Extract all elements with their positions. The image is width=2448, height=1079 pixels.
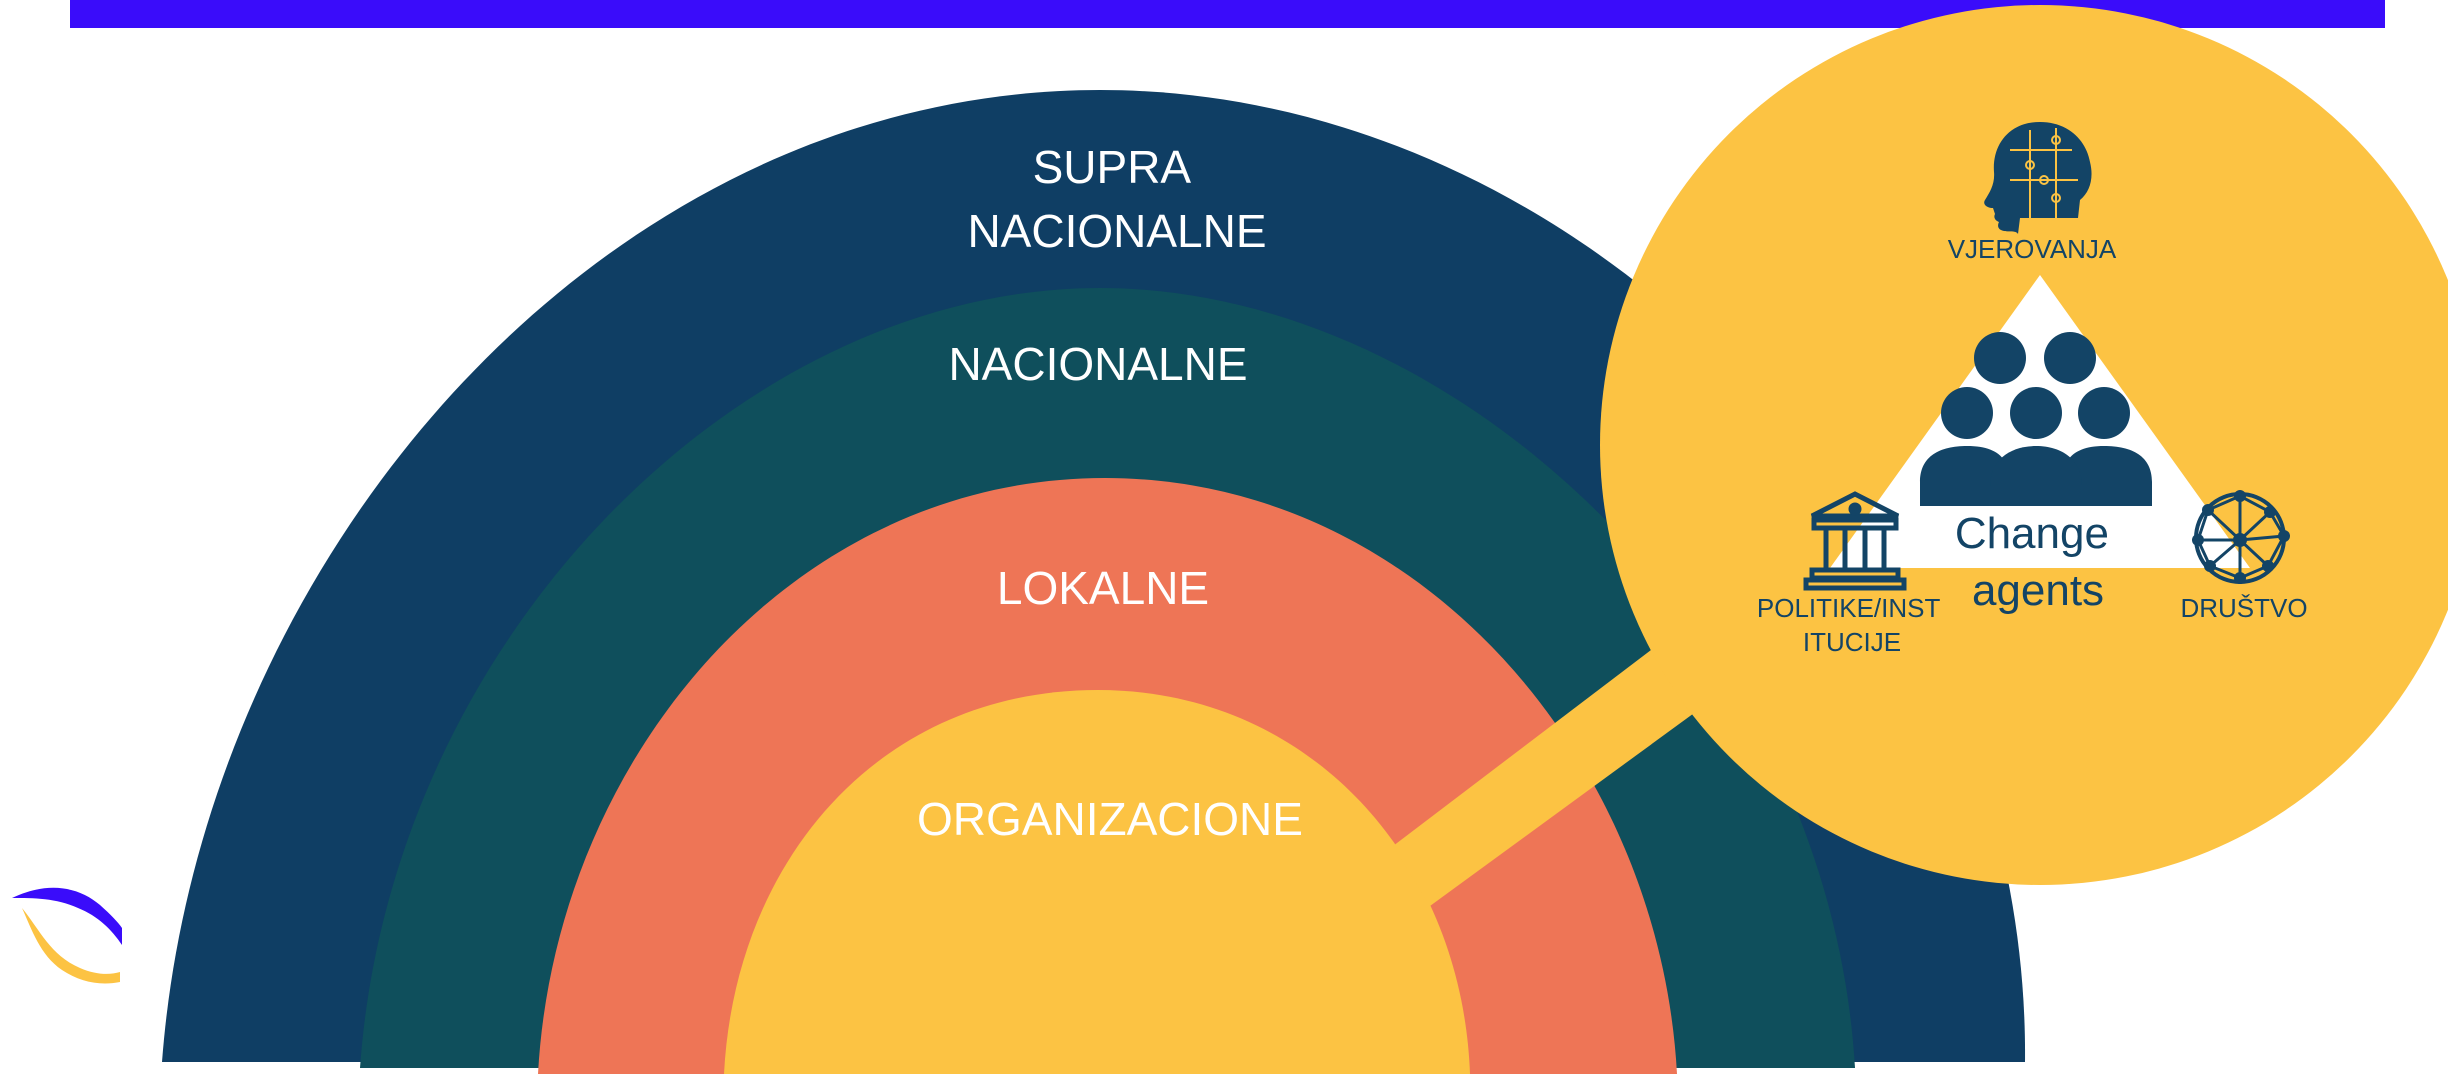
level-supra-label-line2: NACIONALNE (967, 205, 1266, 257)
beliefs-label: VJEROVANJA (1948, 234, 2117, 264)
level-supra-label: SUPRA NACIONALNE (967, 141, 1266, 257)
society-label: DRUŠTVO (2180, 593, 2307, 623)
level-nacionalne-label: NACIONALNE (948, 338, 1247, 390)
head-puzzle-icon (1984, 122, 2092, 234)
level-organizacione-label: ORGANIZACIONE (917, 793, 1303, 845)
institution-icon (1803, 491, 1907, 591)
change-agents-label: Change agents (1955, 509, 2121, 615)
people-group-icon (1920, 332, 2152, 506)
policies-label-line1: POLITIKE/INST (1757, 593, 1941, 623)
change-agents-line1: Change (1955, 509, 2109, 558)
logo-waves (12, 887, 122, 984)
network-globe-icon (2192, 490, 2290, 584)
level-lokalne-label: LOKALNE (997, 562, 1209, 614)
level-supra-label-line1: SUPRA (1033, 141, 1192, 193)
policies-label: POLITIKE/INST ITUCIJE (1757, 593, 1947, 657)
policies-label-line2: ITUCIJE (1803, 627, 1901, 657)
level-organizacione-arc (724, 690, 1470, 1074)
change-agents-line2: agents (1972, 566, 2104, 615)
zoom-connector (1393, 628, 1712, 906)
